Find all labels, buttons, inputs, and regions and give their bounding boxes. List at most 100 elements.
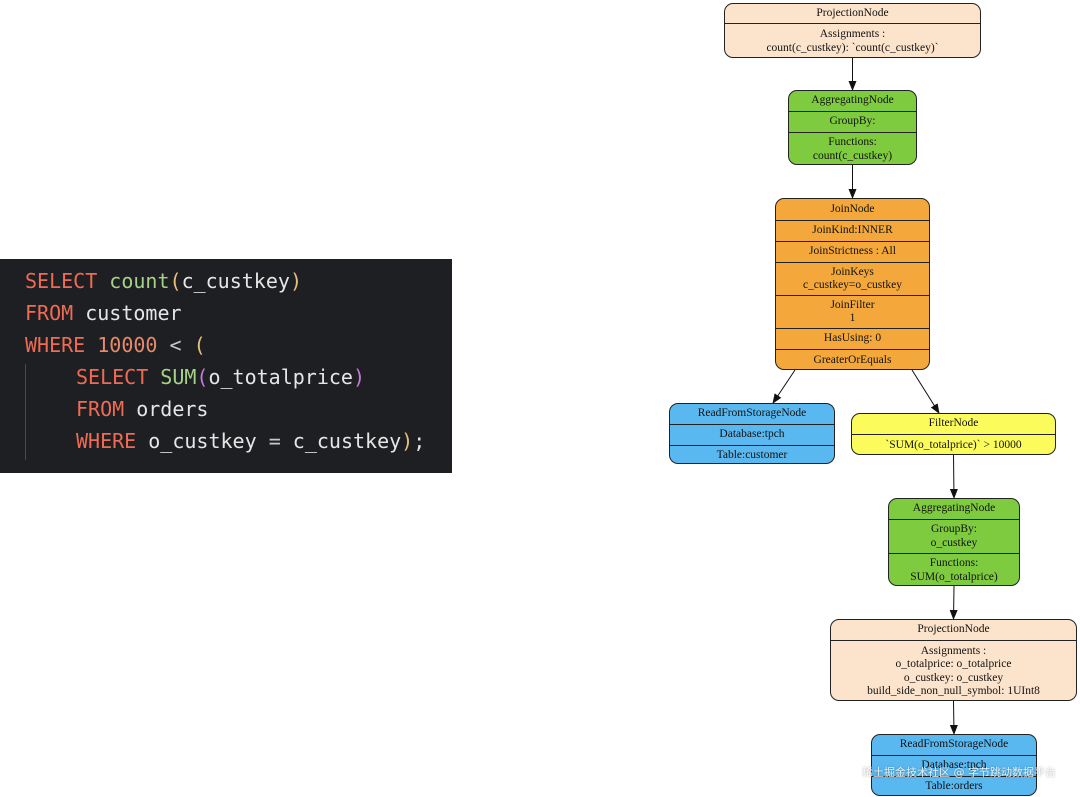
node-text: HasUsing: 0 — [823, 332, 882, 345]
sql-line-4: SELECT SUM(o_totalprice) — [76, 361, 365, 393]
node-title: FilterNode — [852, 414, 1055, 434]
node-text: build_side_non_null_symbol: 1UInt8 — [867, 685, 1040, 697]
sql-token: FROM — [76, 397, 125, 421]
node-section: Database:tpch — [872, 755, 1036, 776]
node-section: GroupBy:o_custkey — [889, 519, 1019, 553]
sql-token: o_custkey — [148, 429, 257, 453]
sql-token: orders — [136, 397, 209, 421]
edge-aggregating-bottom-to-projection-bottom — [949, 585, 958, 620]
edge-projection-bottom-to-read-orders — [949, 700, 958, 735]
sql-token: ) — [289, 269, 302, 293]
node-text: Assignments : — [920, 644, 987, 657]
node-text: Functions: — [828, 136, 877, 148]
sql-token: 10000 — [97, 333, 158, 357]
sql-token: = — [268, 429, 281, 453]
sql-token: ) — [401, 429, 414, 453]
edge-join-to-filter — [911, 369, 940, 414]
sql-token: count — [109, 269, 170, 293]
node-title: JoinNode — [776, 199, 929, 220]
node-text: JoinKeys — [831, 265, 874, 278]
plan-node-filter: FilterNode `SUM(o_totalprice)` > 10000 — [851, 413, 1056, 455]
sql-line-3: WHERE 10000 < ( — [25, 329, 206, 361]
sql-token: c_custkey — [181, 269, 290, 293]
sql-token: WHERE — [76, 429, 137, 453]
node-text: AggregatingNode — [811, 94, 894, 107]
node-text: JoinStrictness : All — [809, 245, 896, 258]
node-text: count(c_custkey) — [812, 149, 893, 162]
node-text: ReadFromStorageNode — [697, 407, 807, 420]
node-section: Table:orders — [872, 776, 1036, 795]
edge-filter-to-aggregating-bottom — [949, 454, 958, 499]
node-text: count(c_custkey): `count(c_custkey)` — [766, 41, 939, 54]
node-section: GreaterOrEquals — [776, 349, 929, 369]
sql-line-1: SELECT count(c_custkey) — [25, 265, 302, 297]
node-section: GroupBy: — [789, 111, 916, 132]
node-text: FilterNode — [928, 417, 979, 430]
edge-join-to-read-customer — [772, 369, 796, 404]
node-section: Functions:SUM(o_totalprice) — [889, 553, 1019, 585]
sql-token: SELECT — [25, 269, 98, 293]
node-text: GroupBy: — [829, 115, 876, 128]
node-text: Database:tpch — [921, 759, 987, 772]
node-text: JoinFilter — [830, 298, 875, 311]
sql-token: WHERE — [25, 333, 86, 357]
sql-token: SELECT — [76, 365, 149, 389]
node-text: JoinKind:INNER — [812, 224, 893, 237]
sql-token: o_totalprice — [208, 365, 353, 389]
node-section: `SUM(o_totalprice)` > 10000 — [852, 434, 1055, 454]
sql-token: ( — [196, 365, 209, 389]
node-section: Database:tpch — [670, 424, 834, 445]
node-text: SUM(o_totalprice) — [910, 570, 998, 583]
sql-token: c_custkey — [292, 429, 402, 453]
node-text: o_custkey — [930, 536, 978, 549]
node-text: Table:orders — [925, 780, 983, 793]
sql-token: ; — [413, 429, 426, 453]
node-text: Table:customer — [716, 448, 788, 461]
watermark-text: 稀土掘金技术社区 @ 字节跳动数据平台 — [862, 766, 1056, 779]
node-section: Table:customer — [670, 445, 834, 463]
node-text: ReadFromStorageNode — [899, 738, 1009, 751]
node-text: GroupBy: — [931, 523, 977, 535]
sql-code-panel: SELECT count(c_custkey) FROM customer WH… — [0, 259, 452, 473]
node-text: AggregatingNode — [912, 502, 996, 515]
node-section: JoinKind:INNER — [776, 220, 929, 241]
node-text: c_custkey=o_custkey — [802, 279, 903, 291]
node-text: `SUM(o_totalprice)` > 10000 — [885, 438, 1022, 451]
node-text: JoinNode — [830, 202, 875, 215]
sql-token: customer — [85, 301, 182, 325]
node-title: ReadFromStorageNode — [670, 404, 834, 424]
node-text: ProjectionNode — [917, 623, 990, 636]
node-title: ProjectionNode — [831, 620, 1076, 640]
node-text: o_totalprice: o_totalprice — [895, 658, 1012, 670]
sql-token: ( — [193, 333, 206, 357]
sql-line-5: FROM orders — [76, 393, 208, 425]
node-section: Functions:count(c_custkey) — [789, 132, 916, 164]
indent-guide — [25, 364, 26, 460]
sql-token: ) — [352, 365, 366, 389]
node-text: 1 — [849, 312, 856, 324]
sql-token: < — [169, 333, 182, 357]
node-section: Assignments :count(c_custkey): `count(c_… — [725, 23, 980, 57]
node-title: AggregatingNode — [789, 91, 916, 111]
node-text: GreaterOrEquals — [813, 353, 892, 366]
node-section: HasUsing: 0 — [776, 328, 929, 349]
sql-line-6: WHERE o_custkey = c_custkey); — [76, 425, 425, 457]
node-title: ReadFromStorageNode — [872, 735, 1036, 755]
node-text: ProjectionNode — [816, 6, 889, 19]
node-text: Database:tpch — [719, 428, 785, 441]
node-text: o_custkey: o_custkey — [903, 671, 1004, 684]
node-text: Assignments : — [819, 28, 886, 40]
sql-token: SUM — [160, 365, 197, 389]
node-title: AggregatingNode — [889, 499, 1019, 519]
